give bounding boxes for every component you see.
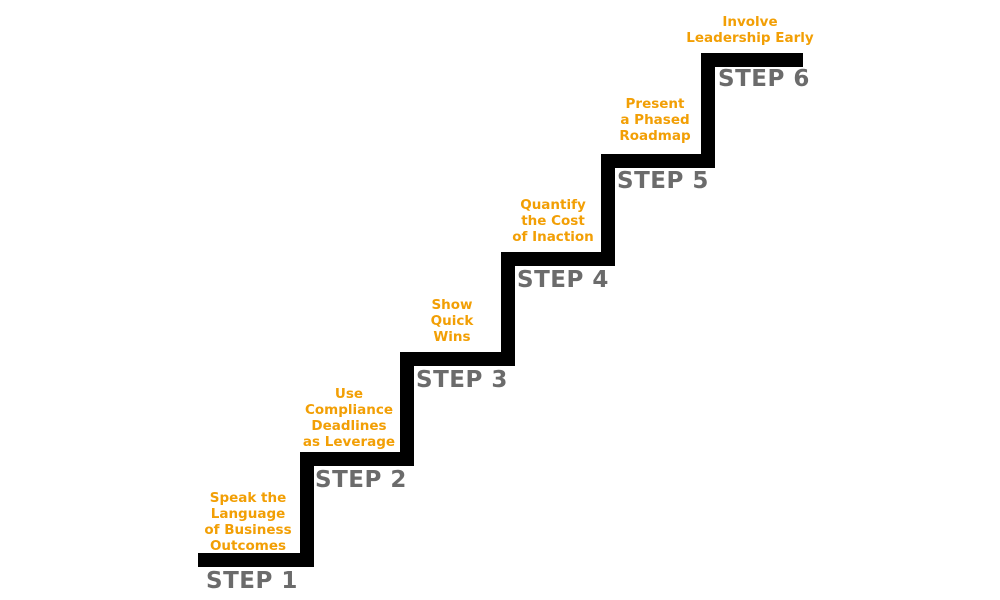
staircase-line (198, 53, 803, 567)
step-5-label: STEP 5 (617, 168, 709, 194)
step-1-label: STEP 1 (206, 568, 298, 594)
step-6-description: Involve Leadership Early (686, 14, 814, 46)
step-1-description: Speak the Language of Business Outcomes (204, 490, 292, 554)
step-3-description: Show Quick Wins (430, 297, 474, 345)
step-2-label: STEP 2 (315, 467, 407, 493)
step-6-label: STEP 6 (718, 66, 810, 92)
step-2-description: Use Compliance Deadlines as Leverage (302, 386, 396, 450)
step-3-label: STEP 3 (416, 367, 508, 393)
step-5-description: Present a Phased Roadmap (619, 96, 691, 144)
step-4-label: STEP 4 (517, 267, 609, 293)
step-4-description: Quantify the Cost of Inaction (512, 197, 594, 245)
